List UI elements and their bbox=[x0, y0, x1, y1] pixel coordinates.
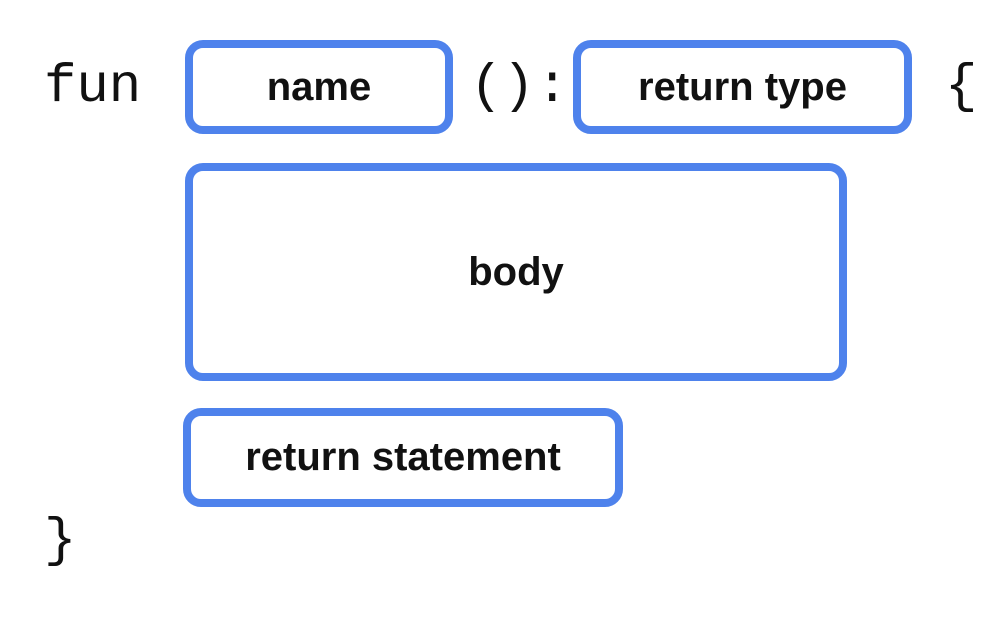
name-slot-box: name bbox=[185, 40, 453, 134]
open-brace-token: { bbox=[945, 57, 978, 118]
return-type-slot-box: return type bbox=[573, 40, 912, 134]
close-brace-token: } bbox=[44, 510, 77, 572]
fun-keyword: fun bbox=[44, 57, 142, 118]
body-slot-label: body bbox=[468, 249, 564, 294]
return-statement-slot-box: return statement bbox=[183, 408, 623, 507]
return-type-slot-label: return type bbox=[638, 64, 847, 109]
name-slot-label: name bbox=[266, 64, 372, 109]
body-slot-box: body bbox=[185, 163, 847, 381]
colon-token: : bbox=[536, 57, 569, 118]
parentheses-token: () bbox=[470, 57, 535, 118]
return-statement-slot-label: return statement bbox=[245, 435, 561, 479]
